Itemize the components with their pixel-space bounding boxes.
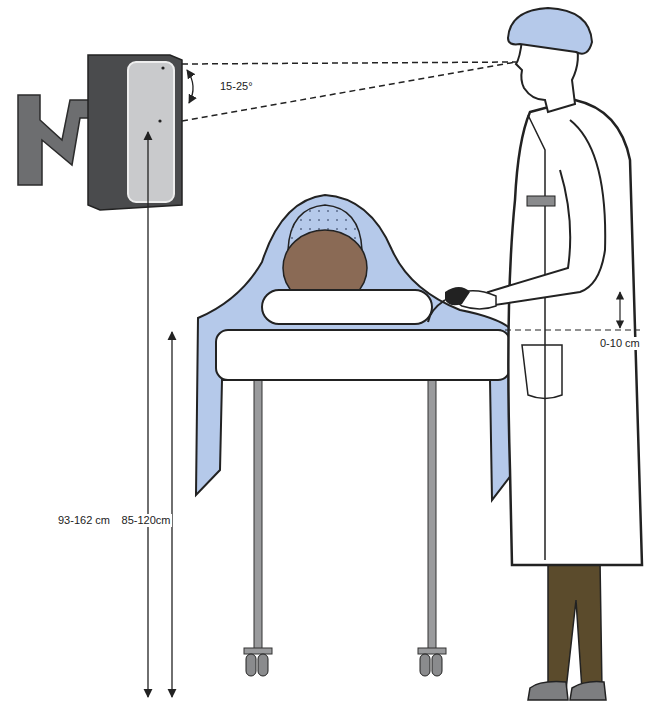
reference-line	[425, 329, 640, 330]
table-leg	[254, 378, 262, 650]
monitor-screen	[128, 62, 174, 202]
table-top	[216, 330, 510, 380]
table-foot	[418, 648, 446, 654]
dimension-label: 0-10 cm	[598, 337, 642, 350]
dimension-label: 85-120cm	[120, 514, 173, 527]
trousers	[548, 560, 602, 690]
monitor-housing	[88, 55, 182, 210]
ultrasound-probe	[445, 287, 470, 305]
wall-mount	[18, 95, 95, 185]
dimension-line	[147, 132, 148, 697]
name-badge	[527, 196, 555, 206]
arm	[488, 120, 605, 305]
wheel	[258, 654, 268, 676]
dimension-label: 15-25°	[218, 80, 255, 93]
sight-line	[182, 62, 516, 64]
probe-cable	[428, 300, 445, 322]
surgical-cap	[508, 8, 592, 54]
wheel	[246, 654, 256, 676]
wheel	[432, 654, 442, 676]
table-leg	[428, 378, 436, 650]
coat-pocket	[522, 345, 562, 399]
wheel	[420, 654, 430, 676]
angle-arc	[187, 70, 193, 103]
pillow	[262, 290, 432, 324]
shoe	[528, 682, 568, 700]
table-foot	[244, 648, 272, 654]
drape	[196, 195, 515, 500]
screen-dot	[158, 119, 161, 122]
sight-line	[182, 62, 516, 121]
dimension-label: 93-162 cm	[56, 514, 112, 527]
shoe	[570, 682, 606, 700]
dimension-line	[619, 292, 620, 328]
coat-seam	[528, 115, 545, 560]
screen-dot	[161, 66, 164, 69]
